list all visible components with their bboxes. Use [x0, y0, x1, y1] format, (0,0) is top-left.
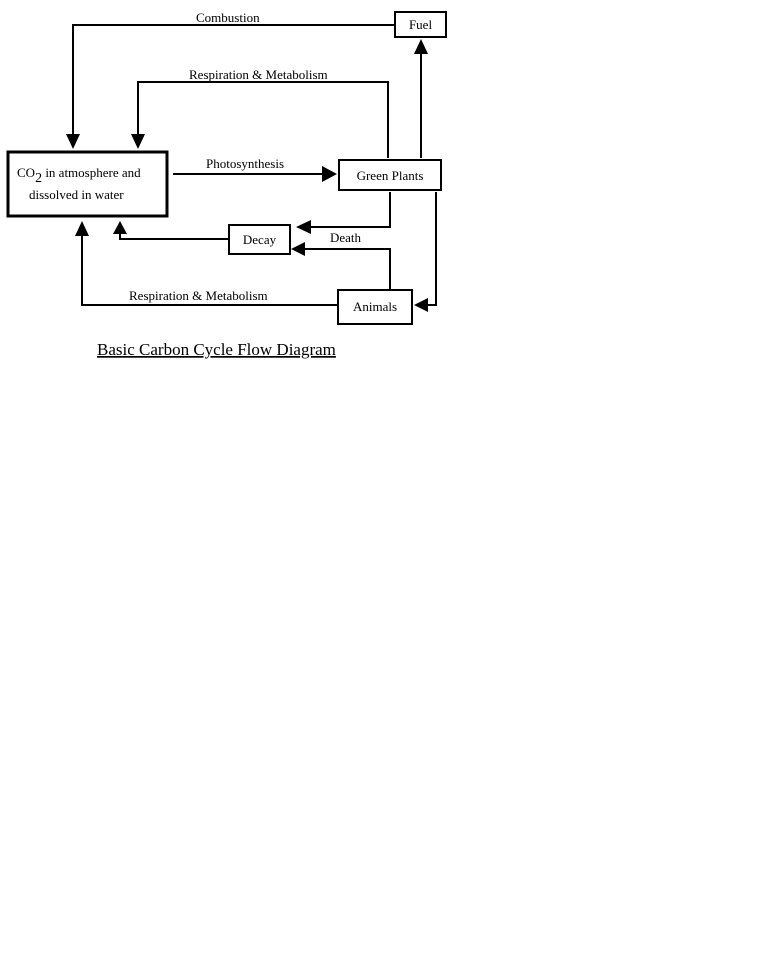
green-plants-label: Green Plants [357, 168, 424, 183]
combustion-label: Combustion [196, 10, 260, 25]
respiration-plants-label: Respiration & Metabolism [189, 67, 328, 82]
plants-to-decay-arrow [296, 192, 391, 234]
decay-to-co2-arrow [113, 221, 228, 240]
co2-line2: dissolved in water [29, 187, 124, 202]
co2-formula: CO [17, 165, 35, 180]
fuel-node: Fuel [394, 11, 447, 38]
diagram-title: Basic Carbon Cycle Flow Diagram [97, 340, 336, 359]
plants-to-animals-arrow [414, 192, 437, 312]
plants-to-fuel-arrow [414, 39, 428, 158]
co2-subscript: 2 [35, 171, 42, 186]
animals-node: Animals [337, 289, 413, 325]
respiration-plants-arrow [131, 81, 389, 158]
co2-node: CO2 in atmosphere and dissolved in water [6, 150, 169, 218]
green-plants-node: Green Plants [338, 159, 442, 191]
animals-label: Animals [353, 299, 397, 314]
combustion-arrow [66, 24, 395, 149]
fuel-label: Fuel [409, 17, 433, 32]
death-arrow [291, 242, 391, 289]
respiration-animals-arrow [75, 221, 338, 306]
respiration-animals-label: Respiration & Metabolism [129, 288, 268, 303]
photosynthesis-label: Photosynthesis [206, 156, 284, 171]
photosynthesis-arrow [173, 166, 337, 182]
decay-node: Decay [228, 224, 291, 255]
svg-text:CO2 in atmosphere and: CO2 in atmosphere and [17, 165, 141, 186]
co2-line1: in atmosphere and [42, 165, 141, 180]
death-label: Death [330, 230, 362, 245]
decay-label: Decay [243, 232, 277, 247]
